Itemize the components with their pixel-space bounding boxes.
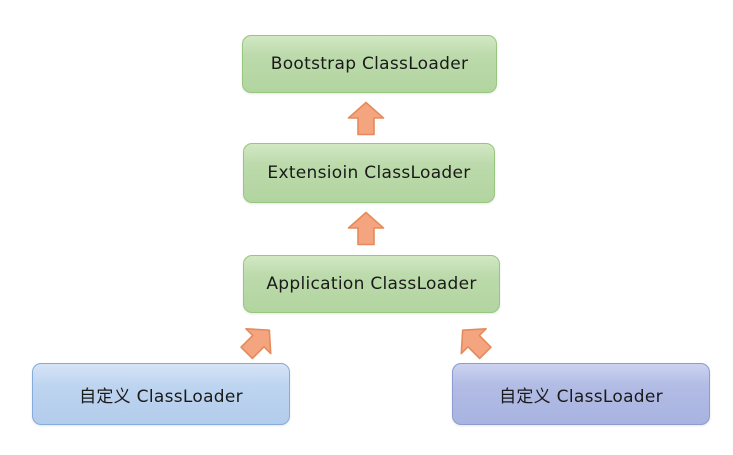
arrow-diagonal-customleft-to-application-icon [232,316,284,368]
node-custom-classloader-right: 自定义 ClassLoader [452,363,710,425]
node-application-label: Application ClassLoader [266,274,477,294]
arrow-up-application-to-extension-icon [347,211,385,246]
node-extension-label: Extensioin ClassLoader [267,163,471,183]
node-custom-right-label: 自定义 ClassLoader [499,386,663,407]
node-custom-classloader-left: 自定义 ClassLoader [32,363,290,425]
node-bootstrap-classloader: Bootstrap ClassLoader [242,35,497,93]
node-application-classloader: Application ClassLoader [243,255,500,313]
arrow-diagonal-customright-to-application-icon [448,316,500,368]
node-extension-classloader: Extensioin ClassLoader [243,143,495,203]
arrow-up-extension-to-bootstrap-icon [347,101,385,136]
node-custom-left-label: 自定义 ClassLoader [79,386,243,407]
node-bootstrap-label: Bootstrap ClassLoader [270,54,469,74]
